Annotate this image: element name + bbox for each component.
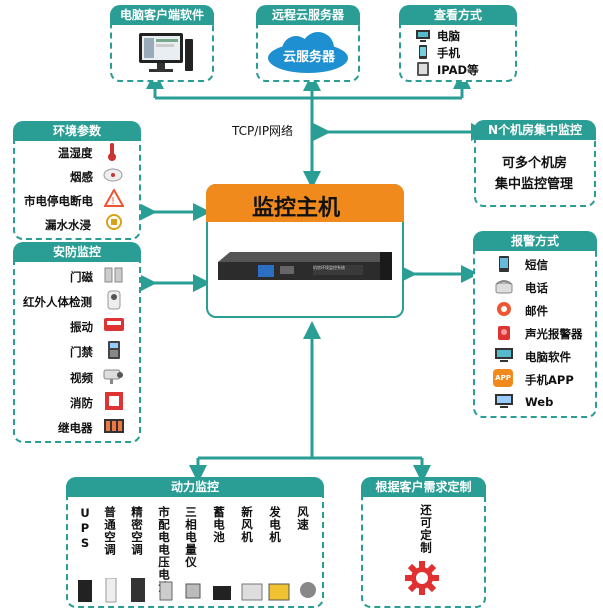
power-item-ups: UPS <box>78 506 92 551</box>
env-item-power-outage: 市电停电断电 <box>24 194 93 208</box>
env-params-title: 环境参数 <box>13 121 141 141</box>
power-item-fresh-air: 新风机 <box>240 506 254 544</box>
fire-alarm-icon <box>104 391 124 415</box>
alarm-item-mobile-app: 手机APP <box>525 373 574 387</box>
alarm-item-siren: 声光报警器 <box>525 327 583 341</box>
env-item-temp-humidity: 温湿度 <box>58 146 93 160</box>
security-item-vibration: 振动 <box>70 320 93 334</box>
host-title-bar <box>206 184 404 222</box>
pc-software-icon <box>494 347 514 367</box>
power-item-generator: 发电机 <box>268 506 282 544</box>
network-label: TCP/IP网络 <box>232 124 294 138</box>
security-item-infrared: 红外人体检测 <box>23 295 92 309</box>
access-control-icon <box>107 340 121 364</box>
rack-host-device <box>218 252 392 286</box>
water-leak-sensor-icon <box>104 213 124 235</box>
custom-title: 根据客户需求定制 <box>361 477 486 497</box>
telephone-icon <box>495 278 513 298</box>
view-item-computer: 电脑 <box>437 29 460 43</box>
view-computer-icon <box>415 28 431 47</box>
multi-room-line1: 可多个机房 <box>502 156 568 171</box>
web-icon <box>494 393 514 413</box>
power-item-wind-speed: 风速 <box>296 506 310 531</box>
view-ipad-icon <box>416 61 430 81</box>
host-screen-text: 机房环境监控系统 <box>313 265 345 270</box>
camera-icon <box>102 367 126 389</box>
infrared-sensor-icon <box>106 290 122 314</box>
thermometer-icon <box>106 142 118 166</box>
view-phone-icon <box>418 44 428 64</box>
generator-icon <box>268 583 290 601</box>
mobile-app-icon: APP <box>493 369 513 387</box>
distribution-icon <box>159 581 173 601</box>
custom-text: 还可定制 <box>419 504 433 554</box>
sms-phone-icon <box>498 255 510 277</box>
alarm-item-sms: 短信 <box>525 258 548 272</box>
power-item-power-meter: 三相电量仪 <box>184 506 198 569</box>
alarm-item-pc-software: 电脑软件 <box>525 350 571 364</box>
security-item-door-magnet: 门磁 <box>70 270 93 284</box>
precision-ac-icon <box>131 578 145 602</box>
siren-icon <box>496 324 512 346</box>
monitor-icon <box>137 31 195 79</box>
power-meter-icon <box>185 583 201 599</box>
ups-icon <box>78 580 92 602</box>
host-title: 监控主机 <box>252 196 341 221</box>
power-item-comfort-ac: 普通空调 <box>103 506 117 556</box>
relay-icon <box>103 416 125 440</box>
battery-icon <box>213 586 231 600</box>
pc-software-title: 电脑客户端软件 <box>110 5 214 25</box>
power-device-icons <box>76 577 321 608</box>
multi-room-line2: 集中监控管理 <box>495 177 574 192</box>
power-item-distribution: 市配电电压电流 <box>157 506 171 594</box>
security-item-fire: 消防 <box>70 396 93 410</box>
anemometer-icon <box>300 582 316 598</box>
cloud-label: 云服务器 <box>283 50 336 65</box>
smoke-detector-icon <box>103 166 123 186</box>
env-item-water-leak: 漏水水浸 <box>45 218 91 232</box>
alarm-title: 报警方式 <box>473 231 597 251</box>
view-item-ipad: IPAD等 <box>437 63 479 77</box>
alarm-item-email: 邮件 <box>525 304 548 318</box>
view-item-phone: 手机 <box>437 46 460 60</box>
ac-icon <box>105 577 117 603</box>
power-warning-icon: ! <box>103 187 125 211</box>
gear-icon <box>404 560 440 600</box>
env-params-box <box>13 128 141 240</box>
security-item-access-control: 门禁 <box>70 345 93 359</box>
cloud-icon <box>266 30 350 78</box>
power-title: 动力监控 <box>66 477 324 497</box>
fresh-air-icon <box>241 583 263 601</box>
security-item-video: 视频 <box>70 371 93 385</box>
power-item-precision-ac: 精密空调 <box>130 506 144 556</box>
security-item-relay: 继电器 <box>58 421 93 435</box>
multi-room-title: N个机房集中监控 <box>474 120 596 140</box>
email-icon <box>495 301 513 321</box>
door-magnet-icon <box>104 266 124 288</box>
vibration-sensor-icon <box>103 315 125 337</box>
power-item-battery: 蓄电池 <box>212 506 226 544</box>
alarm-box <box>473 238 597 418</box>
svg-text:!: ! <box>111 196 115 207</box>
security-title: 安防监控 <box>13 242 141 262</box>
cloud-server-title: 远程云服务器 <box>256 5 360 25</box>
alarm-item-web: Web <box>525 395 554 409</box>
view-methods-title: 查看方式 <box>399 5 517 25</box>
alarm-item-phone-call: 电话 <box>525 281 548 295</box>
env-item-smoke: 烟感 <box>70 170 93 184</box>
